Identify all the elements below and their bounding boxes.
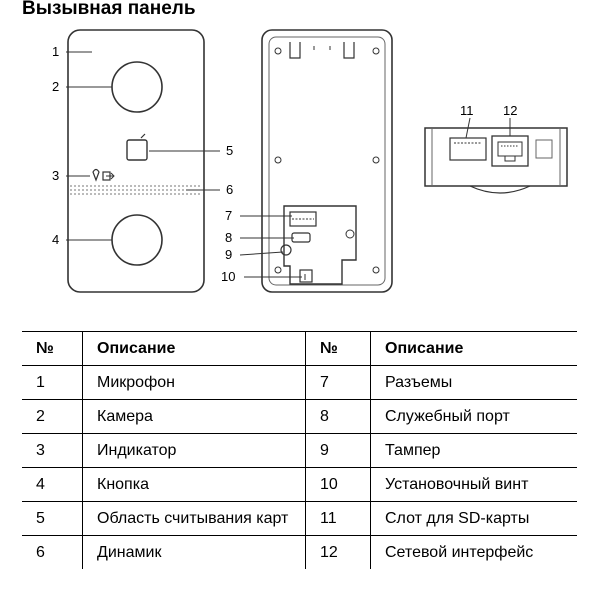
- cell-number: 8: [305, 399, 371, 434]
- bottom-view: [424, 127, 568, 194]
- cell-number: 9: [305, 433, 371, 468]
- table-row: 4 Кнопка 10 Установочный винт: [22, 467, 577, 502]
- spec-table: № Описание № Описание 1 Микрофон 7 Разъе…: [22, 331, 577, 569]
- table-row: 1 Микрофон 7 Разъемы: [22, 365, 577, 400]
- cell-description: Слот для SD-карты: [370, 501, 577, 536]
- speaker-grill: [70, 185, 202, 195]
- callout-10: 10: [221, 269, 235, 284]
- indicator-icon: [92, 168, 115, 182]
- header-number-1: №: [22, 331, 83, 366]
- cell-number: 10: [305, 467, 371, 502]
- cell-description: Служебный порт: [370, 399, 577, 434]
- callout-5: 5: [226, 143, 233, 158]
- header-description-2: Описание: [370, 331, 577, 366]
- cell-description: Микрофон: [82, 365, 306, 400]
- cell-description: Индикатор: [82, 433, 306, 468]
- table-row: 2 Камера 8 Служебный порт: [22, 399, 577, 434]
- back-callout-leaders: [239, 215, 302, 278]
- bottom-callout-leaders: [465, 117, 511, 139]
- table-header-row: № Описание № Описание: [22, 331, 577, 366]
- cell-number: 12: [305, 535, 371, 569]
- callout-1: 1: [52, 44, 59, 59]
- table-row: 5 Область считывания карт 11 Слот для SD…: [22, 501, 577, 536]
- callout-12: 12: [503, 103, 517, 118]
- callout-2: 2: [52, 79, 59, 94]
- cell-number: 7: [305, 365, 371, 400]
- cell-description: Область считывания карт: [82, 501, 306, 536]
- tamper: [280, 244, 292, 256]
- mounting-screw: [299, 269, 313, 283]
- cell-number: 6: [22, 535, 83, 569]
- connector-module: [283, 205, 357, 285]
- card-reader-icon: [126, 139, 148, 161]
- page-title: Вызывная панель: [22, 0, 196, 19]
- callout-11: 11: [460, 103, 474, 118]
- cell-description: Разъемы: [370, 365, 577, 400]
- front-panel: [67, 29, 205, 293]
- cell-description: Установочный винт: [370, 467, 577, 502]
- header-number-2: №: [305, 331, 371, 366]
- sd-card-slot: [449, 137, 487, 161]
- cell-description: Камера: [82, 399, 306, 434]
- cell-number: 3: [22, 433, 83, 468]
- cell-description: Сетевой интерфейс: [385, 544, 534, 561]
- back-panel: [261, 29, 393, 293]
- cell-number: 11: [305, 501, 371, 536]
- connectors: [289, 211, 317, 227]
- callout-4: 4: [52, 232, 59, 247]
- cell-number: 5: [22, 501, 83, 536]
- cell-description: Динамик: [82, 535, 306, 569]
- front-callout-leaders: [66, 51, 220, 241]
- callout-3: 3: [52, 168, 59, 183]
- camera-lens: [111, 61, 163, 113]
- cell-description: Кнопка: [82, 467, 306, 502]
- header-description-1: Описание: [82, 331, 306, 366]
- cell-description: Тампер: [370, 433, 577, 468]
- callout-7: 7: [225, 208, 232, 223]
- callout-9: 9: [225, 247, 232, 262]
- callout-6: 6: [226, 182, 233, 197]
- cell-number: 2: [22, 399, 83, 434]
- call-button: [111, 214, 163, 266]
- cell-number: 1: [22, 365, 83, 400]
- device-diagram: 1 2 3 4 5 6 7 8 9 10: [52, 29, 568, 293]
- callout-8: 8: [225, 230, 232, 245]
- table-row: 3 Индикатор 9 Тампер: [22, 433, 577, 468]
- cell-number: 4: [22, 467, 83, 502]
- table-row: 6 Динамик 12 Сетевой интерфейс: [22, 535, 577, 569]
